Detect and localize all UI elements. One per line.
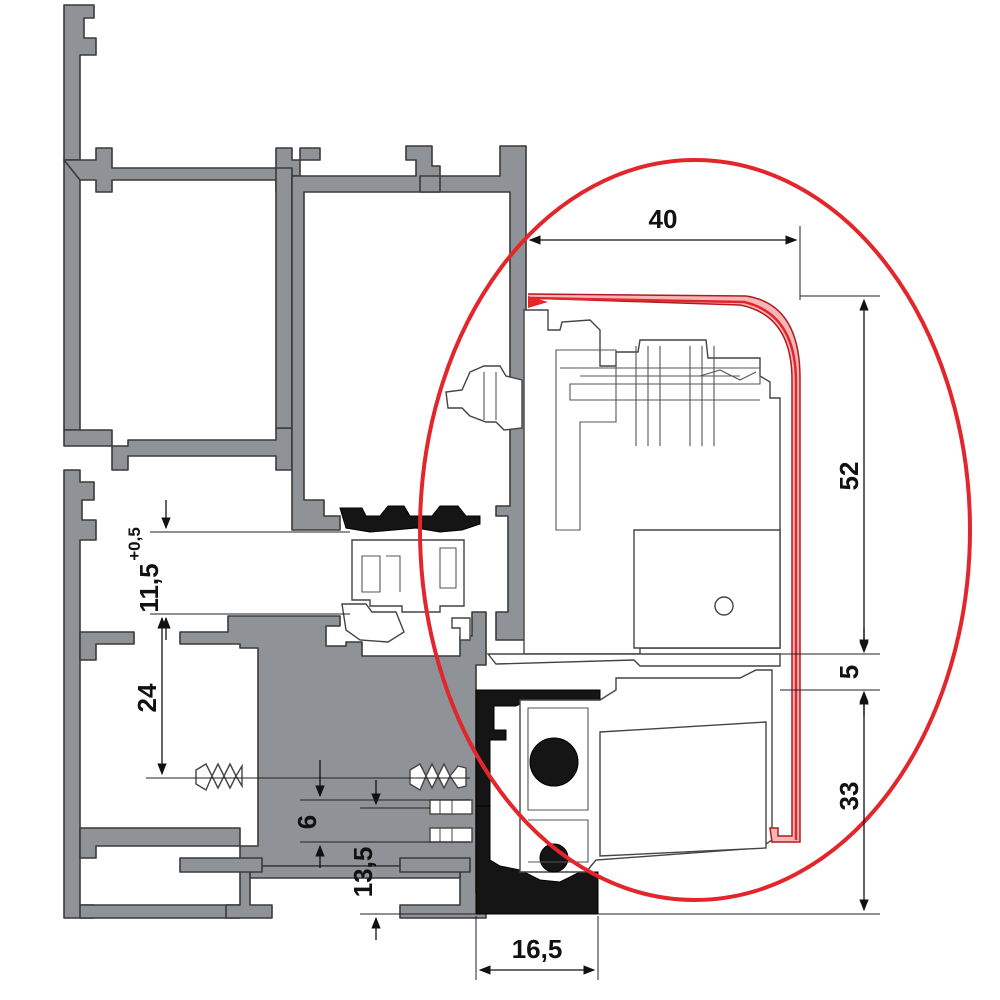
- lower-carriage-detail: [527, 707, 589, 863]
- hood-arm-verticals: [635, 346, 715, 446]
- centre-gasket-group: [339, 505, 481, 643]
- upper-frame-profile: [63, 4, 527, 641]
- dim-label-13-5: 13,5: [348, 847, 378, 898]
- locking-block: [351, 539, 465, 613]
- dim-label-40: 40: [649, 204, 678, 234]
- highlight-ellipse: [418, 158, 972, 902]
- hood-spring: [699, 369, 757, 381]
- hood-assembly: [445, 309, 781, 667]
- locking-block-detail: [361, 547, 457, 593]
- dim-label-24: 24: [132, 683, 162, 712]
- dim-label-11-5: 11,5: [134, 563, 164, 612]
- bolt-pin-ticks: [439, 800, 453, 842]
- sash-clip: [451, 617, 471, 641]
- highlighted-cover-profile: [527, 293, 801, 843]
- sash-web-bottom: [79, 904, 241, 919]
- screw-right: [409, 762, 467, 792]
- screw-left: [195, 762, 243, 792]
- bolt-pins: [429, 799, 473, 843]
- screw-right-body: [409, 762, 467, 792]
- frame-inner-tube: [291, 145, 527, 641]
- hood-pivot-hole: [714, 596, 734, 616]
- dimension-labels: 40 52 5 33 16,5 13,5 6 24 11,5 +0,5: [125, 204, 864, 964]
- sash-rib-left: [179, 857, 263, 873]
- dim-label-tolerance: +0,5: [125, 527, 144, 561]
- sash-rib-right: [399, 857, 471, 873]
- red-cover-stroke: [529, 296, 798, 840]
- hood-inner-box: [555, 349, 617, 531]
- frame-mid-web: [275, 167, 293, 429]
- bolt-pin-lower: [429, 827, 473, 843]
- lower-seal-clip: [341, 603, 405, 643]
- frame-outer-wall-lower: [63, 159, 81, 431]
- dim-label-52: 52: [834, 462, 864, 491]
- bolt-pin-upper: [429, 799, 473, 815]
- frame-top-web: [63, 147, 321, 193]
- red-cover-tip: [528, 296, 548, 308]
- red-cover-outline: [527, 293, 801, 843]
- screw-left-body: [195, 762, 243, 792]
- sash-web-top: [79, 631, 135, 661]
- hood-side-knob-lines: [483, 372, 497, 420]
- frame-outer-wall: [63, 4, 97, 161]
- hood-lower-block: [633, 529, 781, 649]
- frame-bottom-web: [63, 427, 293, 471]
- dim-label-16-5: 16,5: [512, 934, 563, 964]
- dim-label-33: 33: [834, 782, 864, 811]
- roller-large: [529, 737, 579, 787]
- sash-web-mid: [79, 827, 241, 859]
- dim-label-5: 5: [834, 665, 864, 679]
- frame-glazing-bead: [419, 175, 441, 193]
- dim-label-6: 6: [292, 815, 322, 829]
- lower-roller-box: [599, 721, 767, 857]
- hood-bottom-rail: [486, 653, 781, 667]
- dimension-lines: [146, 226, 880, 980]
- lower-hardware: [519, 669, 773, 873]
- upper-gasket: [339, 505, 481, 533]
